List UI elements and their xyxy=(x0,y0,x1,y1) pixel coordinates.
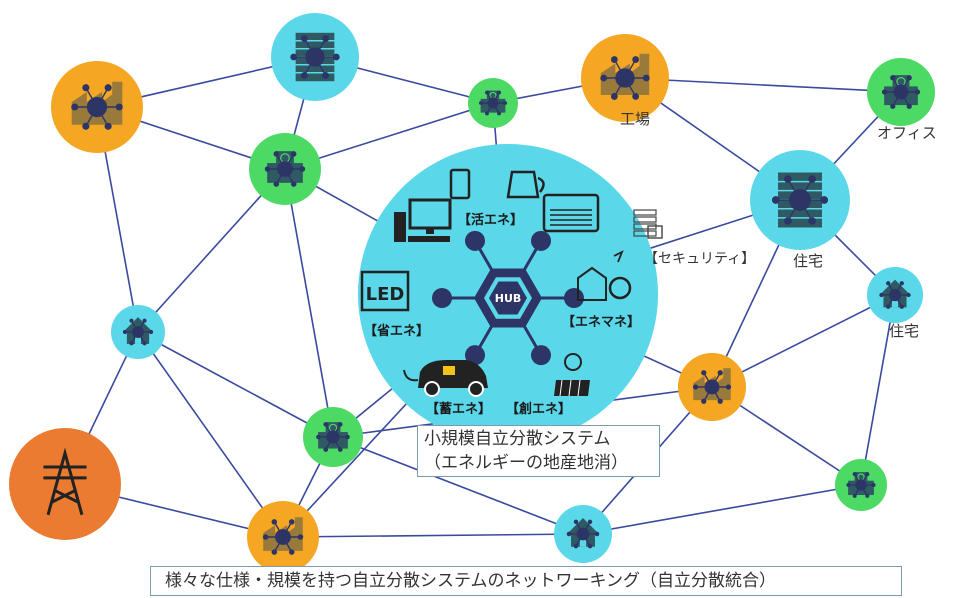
network-nodes xyxy=(9,13,935,573)
chiku-ene-label: 【蓄エネ】 xyxy=(426,402,492,417)
network-edge xyxy=(860,294,896,486)
tablet-icon xyxy=(449,168,471,200)
hub-spoke-node xyxy=(465,345,485,366)
house-label-1: 住宅 xyxy=(793,252,824,270)
so-ene-label: 【創エネ】 xyxy=(506,402,572,417)
factory-label: 工場 xyxy=(620,110,651,128)
network-node-power-tower xyxy=(9,428,121,540)
network-node-factory-4 xyxy=(247,501,319,573)
house-icon xyxy=(879,279,911,309)
network-node-server-right xyxy=(750,150,850,250)
network-edge xyxy=(284,168,334,438)
network-edge xyxy=(137,168,286,333)
network-node-office-left xyxy=(249,133,321,205)
hub-spoke-node xyxy=(465,230,485,251)
computer-icon xyxy=(394,198,452,242)
factory-icon xyxy=(600,53,650,100)
svg-text:LED: LED xyxy=(366,284,405,305)
office-icon xyxy=(478,90,508,116)
hub-center-label: HUB xyxy=(495,292,522,305)
led-icon: LED xyxy=(360,270,410,312)
server-building-icon xyxy=(290,32,340,82)
office-icon xyxy=(316,422,350,452)
network-node-office-small-top xyxy=(468,78,518,128)
hub-spoke-node xyxy=(531,345,551,366)
power-tower-icon xyxy=(43,447,87,516)
house-icon xyxy=(566,518,600,549)
hub-spoke-node xyxy=(564,288,584,308)
network-edge xyxy=(137,331,334,438)
kettle-icon xyxy=(506,170,545,199)
hub-spoke-node xyxy=(531,230,551,251)
network-edge xyxy=(284,102,494,170)
enemane-label: 【エネマネ】 xyxy=(562,315,641,330)
local-system-caption: 小規模自立分散システム （エネルギーの地産地消） xyxy=(417,425,660,477)
hub-graphic: HUB xyxy=(432,230,584,366)
office-icon xyxy=(264,151,306,187)
node-circle xyxy=(9,428,121,540)
hub-icons: LED xyxy=(360,168,663,397)
network-node-office-right xyxy=(867,58,935,126)
office-label: オフィス xyxy=(877,124,937,142)
network-node-house-right xyxy=(867,267,923,323)
air-conditioner-icon xyxy=(542,193,600,233)
electric-car-icon xyxy=(403,360,488,397)
network-edge xyxy=(711,294,896,388)
network-node-server-top xyxy=(271,13,359,101)
office-icon xyxy=(881,75,921,109)
sho-ene-label: 【省エネ】 xyxy=(364,324,430,339)
solar-panel-icon xyxy=(554,353,590,397)
security-icon xyxy=(633,209,663,239)
hub-spoke-node xyxy=(432,288,452,308)
networking-caption: 様々な仕様・規模を持つ自立分散システムのネットワーキング（自立分散統合） xyxy=(150,566,902,596)
network-edge xyxy=(582,484,862,535)
network-edge xyxy=(137,331,284,538)
network-edge xyxy=(624,77,902,93)
factory-icon xyxy=(71,81,123,130)
network-edge xyxy=(282,533,584,538)
server-building-icon xyxy=(771,172,829,228)
office-icon xyxy=(846,472,876,498)
network-node-house-bottom xyxy=(554,505,612,563)
network-node-office-bottom-right xyxy=(835,459,887,511)
network-node-house-left xyxy=(111,305,165,359)
network-node-office-mid xyxy=(303,407,363,467)
katsu-ene-label: 【活エネ】 xyxy=(458,213,524,228)
factory-icon xyxy=(262,517,304,555)
network-node-factory-1 xyxy=(51,61,143,153)
factory-icon xyxy=(692,368,732,404)
network-node-factory-3 xyxy=(678,353,746,421)
network-edge xyxy=(332,436,584,535)
hub-hexagon-core xyxy=(489,281,527,315)
security-label: 【セキュリティ】 xyxy=(644,251,756,267)
house-icon xyxy=(122,317,154,346)
local-system-caption-line1: 小規模自立分散システム xyxy=(424,429,611,449)
house-label-2: 住宅 xyxy=(889,322,920,340)
network-node-factory-2 xyxy=(581,34,669,122)
local-system-caption-line2: （エネルギーの地産地消） xyxy=(424,453,628,473)
energy-management-icon xyxy=(577,250,632,301)
